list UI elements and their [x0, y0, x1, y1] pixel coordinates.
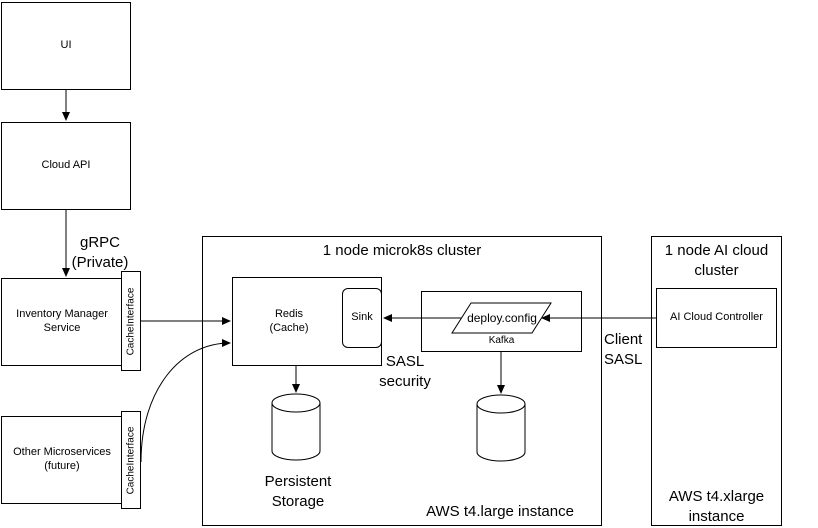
kafka-storage-cylinder	[476, 394, 526, 462]
aws-xlarge-label: AWS t4.xlarge instance	[668, 488, 765, 525]
inventory-manager-label: Inventory Manager Service	[16, 308, 108, 334]
arrow-other-redis	[140, 339, 231, 463]
ai-cloud-controller-label: AI Cloud Controller	[670, 311, 763, 324]
persistent-storage-label: Persistent Storage	[264, 473, 332, 510]
ai-cloud-controller-box[interactable]: AI Cloud Controller	[656, 288, 777, 348]
ai-cluster-label: 1 node AI cloud cluster	[664, 242, 769, 279]
cloud-api-label: Cloud API	[41, 159, 91, 172]
ai-cluster-box	[651, 236, 782, 526]
sink-box[interactable]: Sink	[342, 288, 382, 348]
deploy-config-shape	[451, 302, 552, 334]
sasl-security-label: SASL security	[379, 353, 431, 390]
cache-interface-inventory: CacheInterface	[121, 271, 141, 371]
client-sasl-label: Client SASL	[604, 331, 643, 368]
inventory-manager-box[interactable]: Inventory Manager Service	[1, 278, 141, 366]
aws-large-label: AWS t4.large instance	[426, 503, 574, 520]
redis-label: Redis (Cache)	[269, 307, 309, 334]
microk8s-cluster-label: 1 node microk8s cluster	[322, 242, 482, 259]
cache-interface-other: CacheInterface	[121, 411, 141, 509]
ui-box[interactable]: UI	[1, 2, 131, 90]
redis-storage-cylinder	[271, 393, 321, 461]
deploy-config-label: deploy.config	[467, 311, 537, 325]
other-microservices-box[interactable]: Other Microservices (future)	[1, 416, 141, 504]
ui-label: UI	[60, 39, 72, 52]
cloud-api-box[interactable]: Cloud API	[1, 122, 131, 210]
grpc-label: gRPC (Private)	[71, 234, 129, 271]
sink-label: Sink	[351, 311, 373, 324]
kafka-label: Kafka	[488, 335, 515, 346]
other-microservices-label: Other Microservices (future)	[13, 446, 111, 472]
